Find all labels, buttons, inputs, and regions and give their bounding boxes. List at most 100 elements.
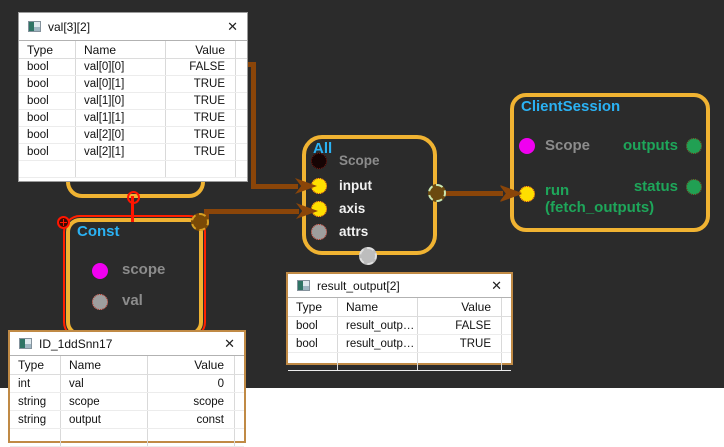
table-row[interactable]: int val 0: [10, 375, 244, 393]
table-row[interactable]: bool val[1][1] TRUE: [19, 110, 247, 127]
window-result[interactable]: result_output[2] ✕ Type Name Value bool …: [286, 272, 513, 371]
cell-name: val[0][0]: [76, 59, 166, 75]
node-const[interactable]: Const scope val: [63, 215, 206, 339]
cell-name: val[1][0]: [76, 93, 166, 109]
table-row[interactable]: bool val[2][0] TRUE: [19, 127, 247, 144]
port-const-output[interactable]: [191, 213, 209, 231]
col-header-type: Type: [19, 41, 76, 58]
cell-value: 0: [148, 375, 235, 392]
cell-value: FALSE: [166, 59, 236, 75]
cell-name: val: [61, 375, 148, 392]
col-header-type: Type: [288, 298, 338, 316]
cell-type: bool: [19, 144, 76, 160]
cell-name: result_outp…: [338, 317, 418, 334]
port-all-input-label: input: [339, 178, 372, 193]
node-all[interactable]: All Scope input axis attrs: [302, 135, 437, 255]
table-empty-row: [288, 353, 511, 371]
cell-type: int: [10, 375, 61, 392]
cell-type: string: [10, 411, 61, 428]
col-header-value: Value: [148, 356, 235, 374]
port-cs-status[interactable]: [686, 179, 702, 195]
port-cs-scope[interactable]: [519, 138, 535, 154]
window-id-table: Type Name Value int val 0 string scope s…: [10, 356, 244, 447]
cell-value: const: [148, 411, 235, 428]
window-val-close-icon[interactable]: ✕: [227, 19, 238, 34]
cell-type: bool: [19, 110, 76, 126]
table-empty-row: [19, 161, 247, 178]
cell-name: result_outp…: [338, 335, 418, 352]
cell-name: val[2][0]: [76, 127, 166, 143]
port-all-scope[interactable]: [311, 153, 327, 169]
wire-const-to-axis-h[interactable]: [204, 209, 299, 214]
wire-val-to-input-h[interactable]: [251, 184, 298, 189]
port-cs-outputs-label: outputs: [623, 137, 678, 154]
table-row[interactable]: string output const: [10, 411, 244, 429]
cell-value: FALSE: [418, 317, 502, 334]
table-header-row: Type Name Value: [288, 298, 511, 317]
table-header-row: Type Name Value: [19, 41, 247, 59]
table-window-icon: [28, 21, 41, 32]
node-all-title: All: [313, 140, 333, 157]
cell-type: bool: [288, 335, 338, 352]
const-error-marker-icon: [57, 216, 70, 229]
table-row[interactable]: bool result_outp… TRUE: [288, 335, 511, 353]
wire-val-to-input-v[interactable]: [251, 62, 256, 189]
cell-value: TRUE: [166, 127, 236, 143]
cell-name: val[0][1]: [76, 76, 166, 92]
port-all-axis[interactable]: [311, 201, 327, 217]
table-row[interactable]: bool val[0][1] TRUE: [19, 76, 247, 93]
cell-value: TRUE: [166, 144, 236, 160]
table-empty-row: [10, 429, 244, 447]
col-header-name: Name: [338, 298, 418, 316]
window-id-title: ID_1ddSnn17: [39, 336, 113, 351]
table-row[interactable]: string scope scope: [10, 393, 244, 411]
table-row[interactable]: bool val[2][1] TRUE: [19, 144, 247, 161]
cell-type: bool: [19, 76, 76, 92]
table-window-icon: [19, 338, 32, 349]
port-const-val-label: val: [122, 292, 143, 309]
window-id[interactable]: ID_1ddSnn17 ✕ Type Name Value int val 0 …: [8, 330, 246, 447]
cell-value: TRUE: [166, 76, 236, 92]
port-cs-status-label: status: [633, 178, 678, 195]
col-header-value: Value: [418, 298, 502, 316]
port-all-bottom[interactable]: [359, 247, 377, 265]
cell-type: bool: [19, 93, 76, 109]
port-all-output[interactable]: [428, 184, 446, 202]
port-const-scope[interactable]: [92, 263, 108, 279]
window-val-table: Type Name Value bool val[0][0] FALSE boo…: [19, 41, 247, 178]
port-all-attrs-label: attrs: [339, 224, 369, 239]
node-client-session[interactable]: ClientSession Scope run (fetch_outputs) …: [510, 93, 710, 232]
port-cs-run-sublabel: (fetch_outputs): [545, 199, 655, 216]
window-id-titlebar[interactable]: ID_1ddSnn17 ✕: [10, 332, 244, 356]
cell-name: scope: [61, 393, 148, 410]
table-row[interactable]: bool val[1][0] TRUE: [19, 93, 247, 110]
port-all-axis-label: axis: [339, 201, 366, 216]
cell-type: string: [10, 393, 61, 410]
cell-type: bool: [19, 59, 76, 75]
table-row[interactable]: bool val[0][0] FALSE: [19, 59, 247, 76]
port-all-attrs[interactable]: [311, 224, 327, 240]
port-const-scope-label: scope: [122, 261, 166, 278]
cell-name: val[2][1]: [76, 144, 166, 160]
col-header-value: Value: [166, 41, 236, 58]
window-result-table: Type Name Value bool result_outp… FALSE …: [288, 298, 511, 371]
selected-wire[interactable]: [131, 196, 134, 222]
window-id-close-icon[interactable]: ✕: [224, 336, 235, 351]
node-client-session-title: ClientSession: [521, 98, 621, 115]
cell-value: TRUE: [166, 110, 236, 126]
cell-value: scope: [148, 393, 235, 410]
port-const-val[interactable]: [92, 294, 108, 310]
col-header-name: Name: [61, 356, 148, 374]
window-result-title: result_output[2]: [317, 278, 400, 293]
cell-type: bool: [19, 127, 76, 143]
col-header-type: Type: [10, 356, 61, 374]
cell-value: TRUE: [166, 93, 236, 109]
table-row[interactable]: bool result_outp… FALSE: [288, 317, 511, 335]
window-val-titlebar[interactable]: val[3][2] ✕: [19, 13, 247, 41]
window-result-titlebar[interactable]: result_output[2] ✕: [288, 274, 511, 298]
window-val[interactable]: val[3][2] ✕ Type Name Value bool val[0][…: [18, 12, 248, 182]
wire-all-to-run[interactable]: [437, 191, 503, 196]
window-result-close-icon[interactable]: ✕: [491, 278, 502, 293]
port-cs-outputs[interactable]: [686, 138, 702, 154]
